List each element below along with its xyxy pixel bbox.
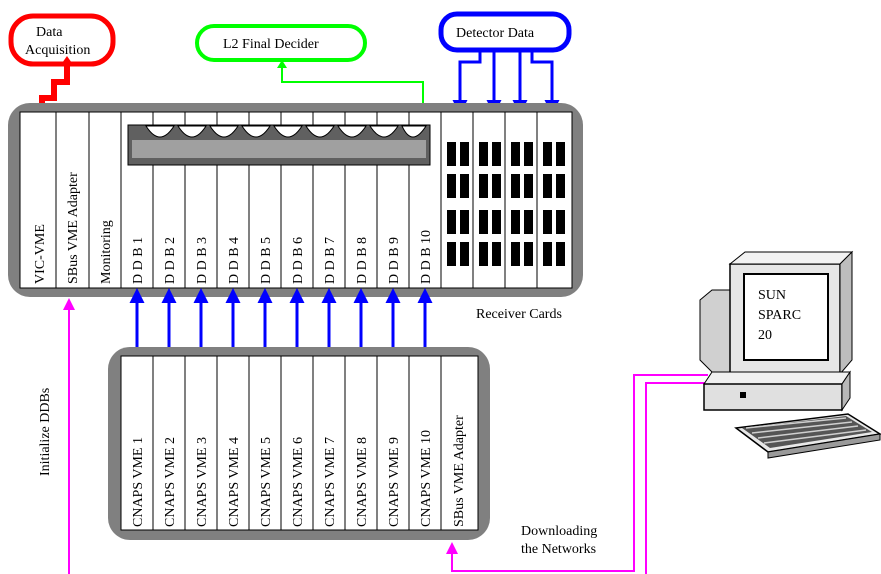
screen-line-1: SUN [758,288,786,303]
l2-final-decider-label: L2 Final Decider [223,37,319,52]
sun-workstation: SUN SPARC 20 [699,250,881,459]
l2-arrowhead [277,60,287,68]
ddb-card-label: D D B 10 [419,230,434,284]
data-acquisition-label-line1: Data [36,25,63,40]
ddb-card-label: D D B 4 [227,237,242,284]
cnaps-card-label: CNAPS VME 8 [355,437,370,527]
ddb-card-labels: D D B 1 D D B 2 D D B 3 D D B 4 D D B 5 D D B… [131,230,434,284]
data-acquisition-node: Data Acquisition [8,13,116,67]
initialize-link [63,298,75,574]
cnaps-card-label: CNAPS VME 2 [163,437,178,527]
screen-line-2: SPARC [758,308,801,323]
cnaps-card-label: CNAPS VME 7 [323,437,338,527]
cnaps-card-label: CNAPS VME 10 [419,430,434,527]
data-acquisition-label-line2: Acquisition [25,43,90,58]
lower-crate-slots [152,356,442,530]
detector-data-node: Detector Data [438,11,572,53]
data-acquisition-arrowhead [60,56,74,66]
ddb-card-label: D D B 8 [355,237,370,284]
cnaps-card-label: CNAPS VME 9 [387,437,402,527]
cnaps-card-labels: CNAPS VME 1 CNAPS VME 2 CNAPS VME 3 CNAPS V… [131,430,434,527]
ddb-ribbon-cable [127,124,431,166]
monitoring-label: Monitoring [99,220,114,284]
lower-crate [108,347,490,540]
cnaps-card-label: CNAPS VME 3 [195,437,210,527]
ddb-card-label: D D B 7 [323,237,338,284]
ddb-card-label: D D B 1 [131,237,146,284]
receiver-cards-label: Receiver Cards [476,307,562,322]
cnaps-card-label: CNAPS VME 4 [227,437,242,527]
download-link [451,374,708,574]
ddb-card-label: D D B 9 [387,237,402,284]
downloading-label-line1: Downloading [521,524,597,539]
upper-sbus-adapter-label: SBus VME Adapter [66,172,81,284]
lower-sbus-adapter-label: SBus VME Adapter [452,415,467,527]
detector-data-label: Detector Data [456,26,535,41]
ddb-card-label: D D B 3 [195,237,210,284]
download-arrowhead [446,542,458,554]
vic-vme-label: VIC-VME [33,224,48,284]
screen-line-3: 20 [758,328,772,343]
cnaps-card-label: CNAPS VME 5 [259,437,274,527]
ddb-card-label: D D B 6 [291,237,306,284]
downloading-label-line2: the Networks [521,542,596,557]
initialize-ddbs-label: Initialize DDBs [38,388,53,476]
receiver-card-blocks [447,142,565,266]
ddb-card-label: D D B 5 [259,237,274,284]
l2-final-decider-node: L2 Final Decider [195,24,367,62]
ddb-card-label: D D B 2 [163,237,178,284]
detector-data-links [452,50,560,115]
cnaps-card-label: CNAPS VME 1 [131,437,146,527]
cnaps-card-label: CNAPS VME 6 [291,437,306,527]
